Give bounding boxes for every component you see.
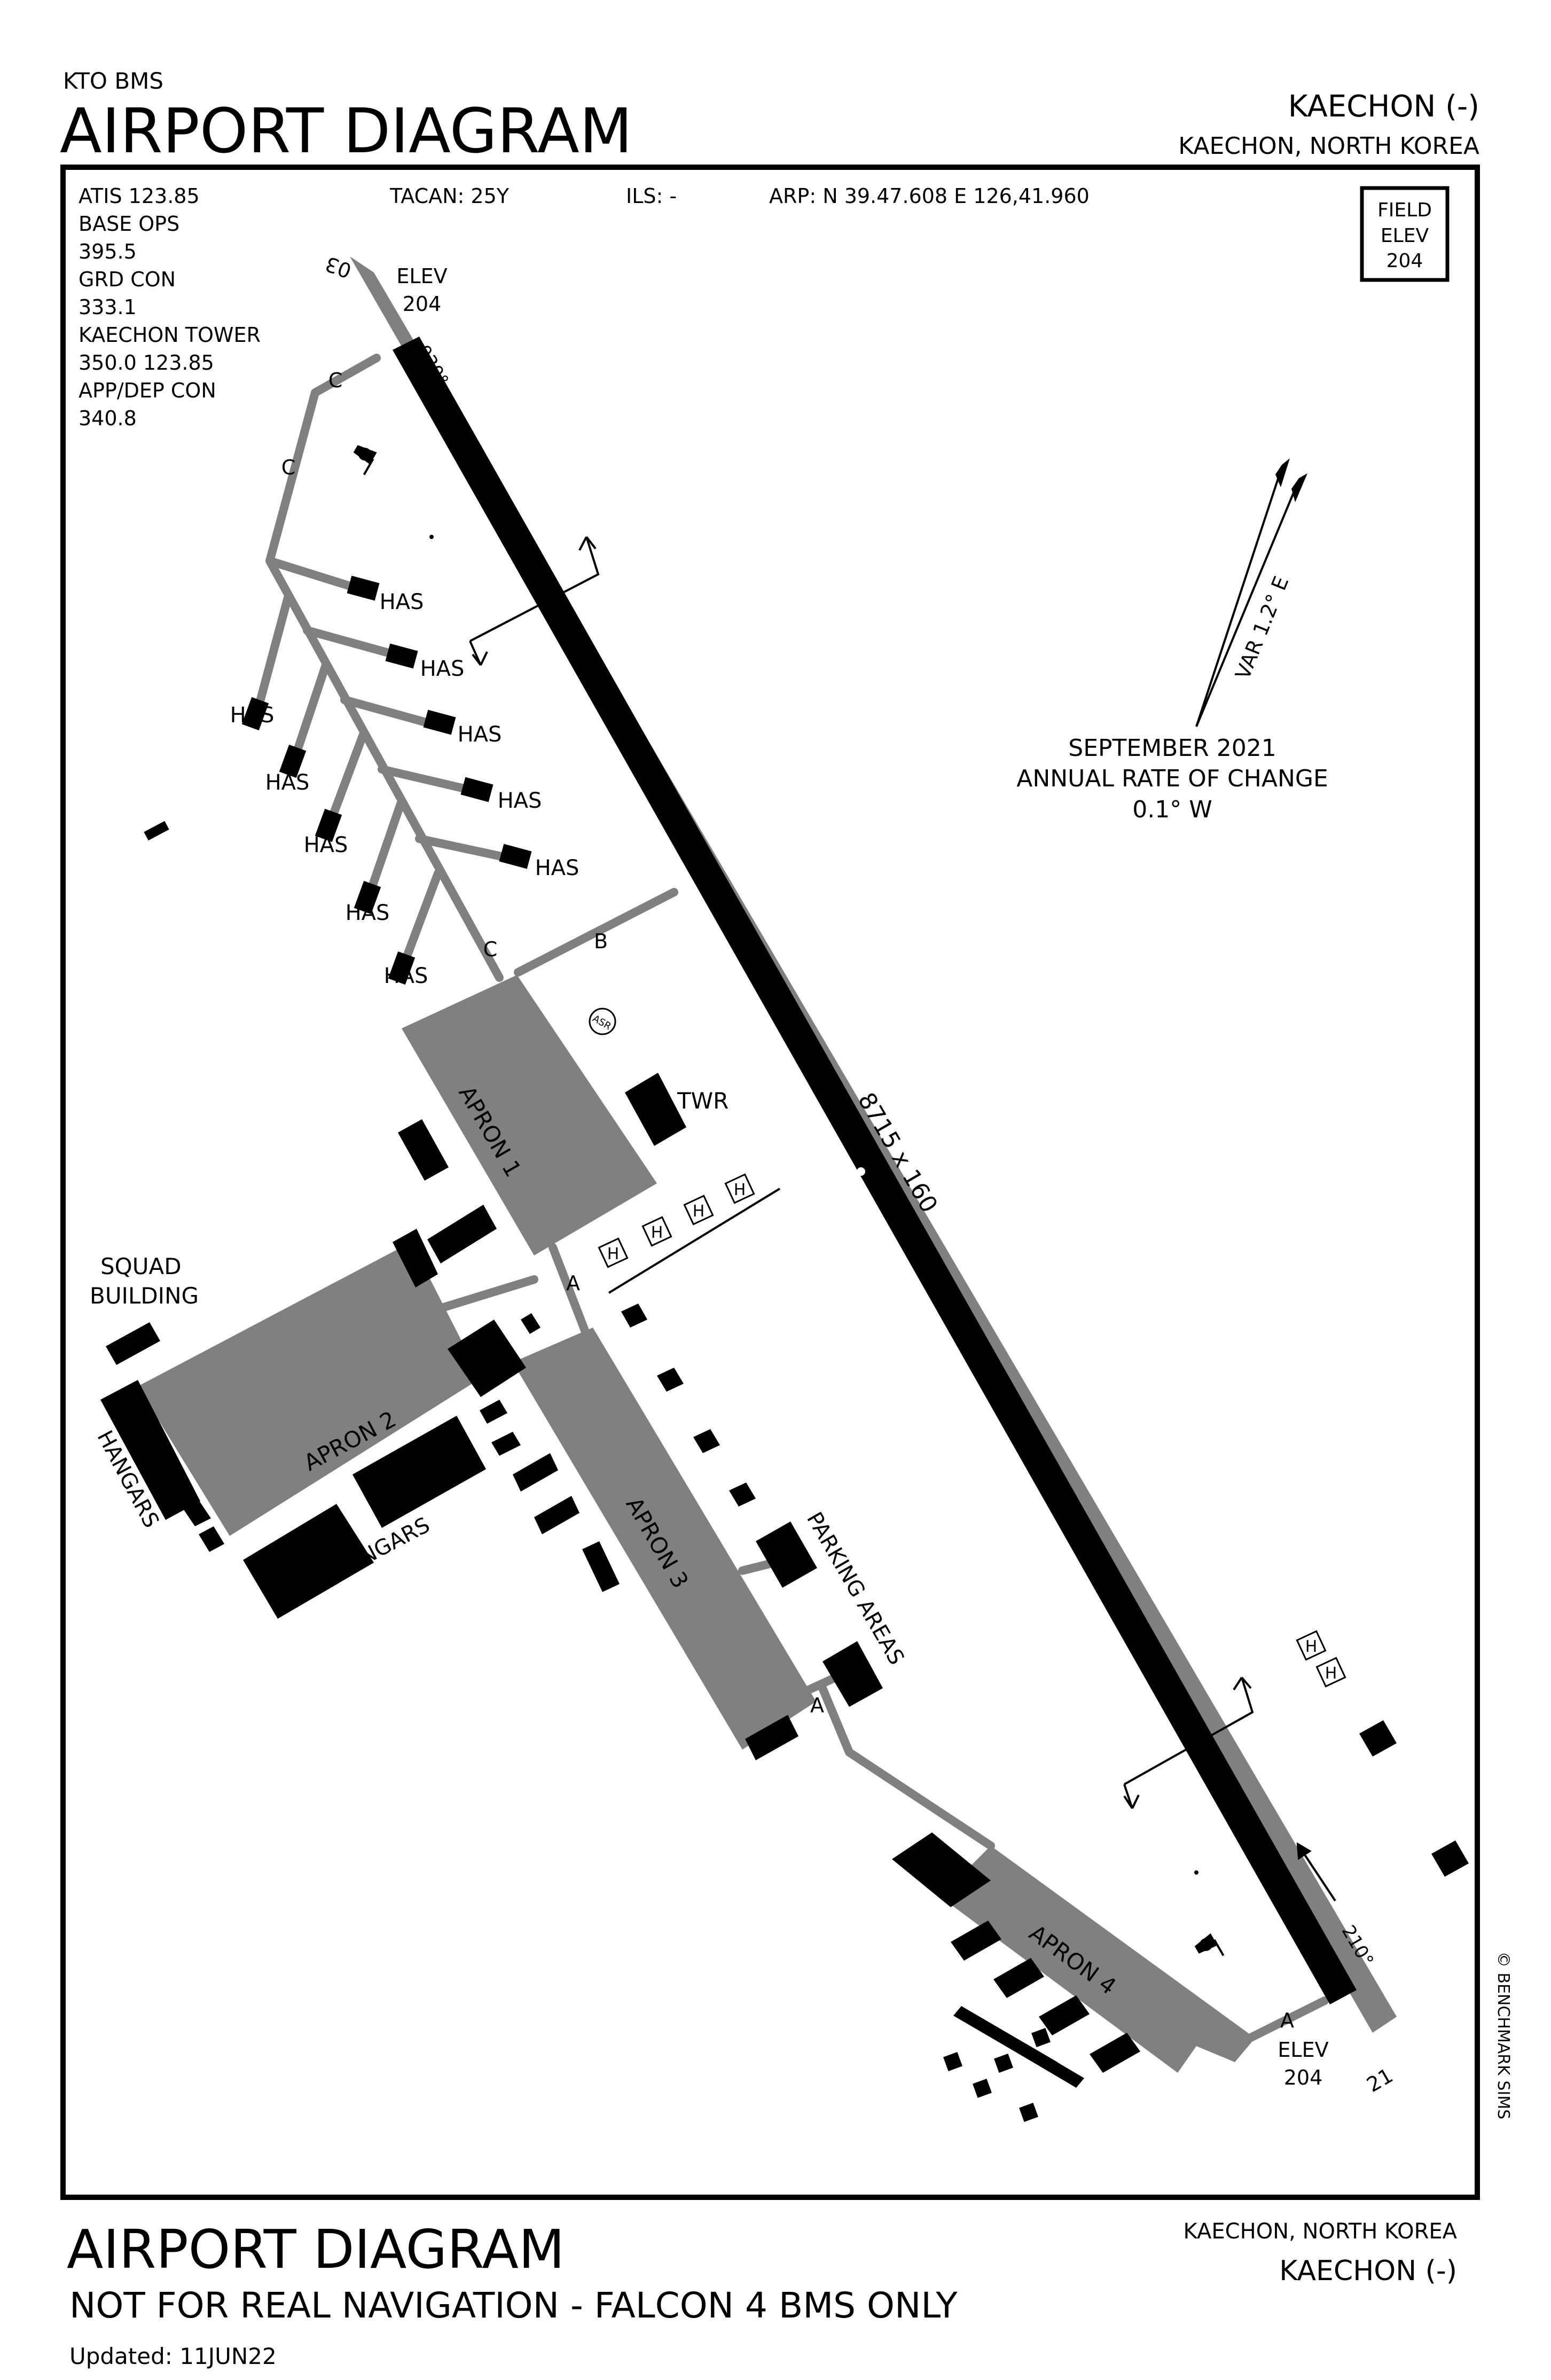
diagram-frame	[60, 165, 1480, 2200]
tower-label: KAECHON TOWER	[79, 323, 261, 347]
runway-end-21: 21	[1363, 2064, 1397, 2097]
taxiway-b	[514, 888, 678, 977]
heli-h: H	[1325, 1664, 1337, 1683]
tower-building	[625, 1073, 686, 1146]
apron-2	[138, 1242, 481, 1536]
apron-1	[402, 975, 657, 1255]
has-label: HAS	[304, 833, 348, 857]
header-location: KAECHON, NORTH KOREA	[1178, 132, 1479, 160]
windsock-icon	[353, 445, 377, 475]
true-north-arrow	[1275, 458, 1290, 487]
magnetic-arrows	[1195, 458, 1307, 727]
twy-a-label: A	[810, 1694, 824, 1717]
twy-a-label: A	[566, 1271, 580, 1295]
tacan-label: TACAN: 25Y	[389, 184, 510, 208]
aprons	[138, 975, 1255, 2073]
heli-h: H	[734, 1181, 746, 1199]
elev-value-north: 204	[403, 292, 442, 316]
squad-label-2: BUILDING	[90, 1283, 199, 1309]
twy-a-label: A	[1280, 2009, 1294, 2032]
crossing-marks	[469, 536, 1254, 1809]
runway-surface	[393, 337, 1357, 2004]
squad-label-1: SQUAD	[100, 1253, 182, 1279]
heli-h: H	[1305, 1637, 1318, 1656]
field-elev-line2: ELEV	[1381, 225, 1429, 247]
footer-updated: Updated: 11JUN22	[69, 2343, 277, 2369]
has-label: HAS	[380, 590, 424, 614]
magnetic-north-arrow	[1291, 473, 1307, 502]
twy-b-label: B	[594, 930, 608, 953]
runway-center-dot	[857, 1167, 865, 1176]
heli-h: H	[693, 1202, 705, 1221]
elev-label-south: ELEV	[1278, 2038, 1328, 2062]
frequency-info: ATIS 123.85 BASE OPS 395.5 GRD CON 333.1…	[79, 184, 261, 430]
squad-building	[106, 1322, 160, 1365]
mag-rate-label: ANNUAL RATE OF CHANGE	[1016, 765, 1328, 792]
helipad-labels: H H H H H H	[607, 1181, 1337, 1683]
elev-label-north: ELEV	[396, 264, 447, 288]
has-label: HAS	[384, 964, 428, 988]
has-label: HAS	[346, 901, 390, 925]
base-ops-label: BASE OPS	[79, 212, 179, 236]
field-elev-box: FIELD ELEV 204	[1360, 186, 1450, 282]
footer-title: AIRPORT DIAGRAM	[67, 2218, 565, 2281]
marker-dot	[1194, 1870, 1198, 1875]
grd-con-freq: 333.1	[79, 295, 137, 319]
mag-rate-value: 0.1° W	[1132, 796, 1212, 823]
header-small: KTO BMS	[63, 68, 163, 94]
runway-03-21	[350, 256, 1397, 2033]
base-ops-freq: 395.5	[79, 240, 137, 263]
field-elev-value: 204	[1386, 250, 1423, 272]
arp-label: ARP: N 39.47.608 E 126,41.960	[769, 184, 1090, 208]
tower-freq: 350.0 123.85	[79, 351, 214, 374]
mag-var-label: VAR 1.2° E	[1231, 573, 1293, 683]
asr-symbol: ASR	[589, 1008, 616, 1035]
atis-label: ATIS 123.85	[79, 184, 200, 208]
twr-label: TWR	[677, 1088, 728, 1114]
marker-dot	[429, 535, 434, 539]
mag-date: SEPTEMBER 2021	[1068, 735, 1276, 762]
elev-value-south: 204	[1284, 2066, 1323, 2089]
taxiway-a-south	[817, 1681, 995, 1850]
footer-airport-name: KAECHON (-)	[1279, 2255, 1457, 2287]
app-dep-label: APP/DEP CON	[79, 379, 216, 402]
apron-4	[940, 1846, 1255, 2073]
heli-h: H	[651, 1223, 663, 1242]
helipads	[598, 1173, 1346, 1688]
taxiways	[255, 354, 1329, 2045]
apron-3	[513, 1328, 816, 1750]
has-labels: HAS HAS HAS HAS HAS HAS HAS HAS HAS HAS	[230, 590, 579, 988]
twy-c-label: C	[328, 369, 343, 392]
header-airport-name: KAECHON (-)	[1288, 89, 1479, 124]
header-title: AIRPORT DIAGRAM	[60, 96, 632, 167]
has-label: HAS	[458, 722, 502, 747]
has-label: HAS	[535, 856, 579, 880]
footer-location: KAECHON, NORTH KOREA	[1184, 2219, 1458, 2244]
helipad-row-line	[608, 1188, 781, 1294]
has-label: HAS	[265, 770, 310, 795]
runway-end-03: 03	[322, 252, 354, 283]
grd-con-label: GRD CON	[79, 268, 176, 291]
heli-h: H	[607, 1245, 620, 1263]
taxiway-labels: C C C B A A A	[281, 369, 1294, 2032]
twy-c-label: C	[483, 938, 498, 961]
footer-subtitle: NOT FOR REAL NAVIGATION - FALCON 4 BMS O…	[69, 2285, 958, 2326]
windsock-icon	[1194, 1933, 1225, 1956]
copyright: © BENCHMARK SIMS	[1494, 1952, 1513, 2119]
app-dep-freq: 340.8	[79, 407, 137, 430]
has-label: HAS	[498, 789, 542, 813]
ils-label: ILS: -	[626, 184, 677, 208]
field-elev-line1: FIELD	[1377, 199, 1432, 221]
heading-arrows	[445, 399, 1336, 1902]
has-label: HAS	[420, 657, 465, 681]
twy-c-label: C	[281, 456, 296, 479]
buildings	[100, 575, 1469, 2122]
has-label: HAS	[230, 703, 275, 728]
